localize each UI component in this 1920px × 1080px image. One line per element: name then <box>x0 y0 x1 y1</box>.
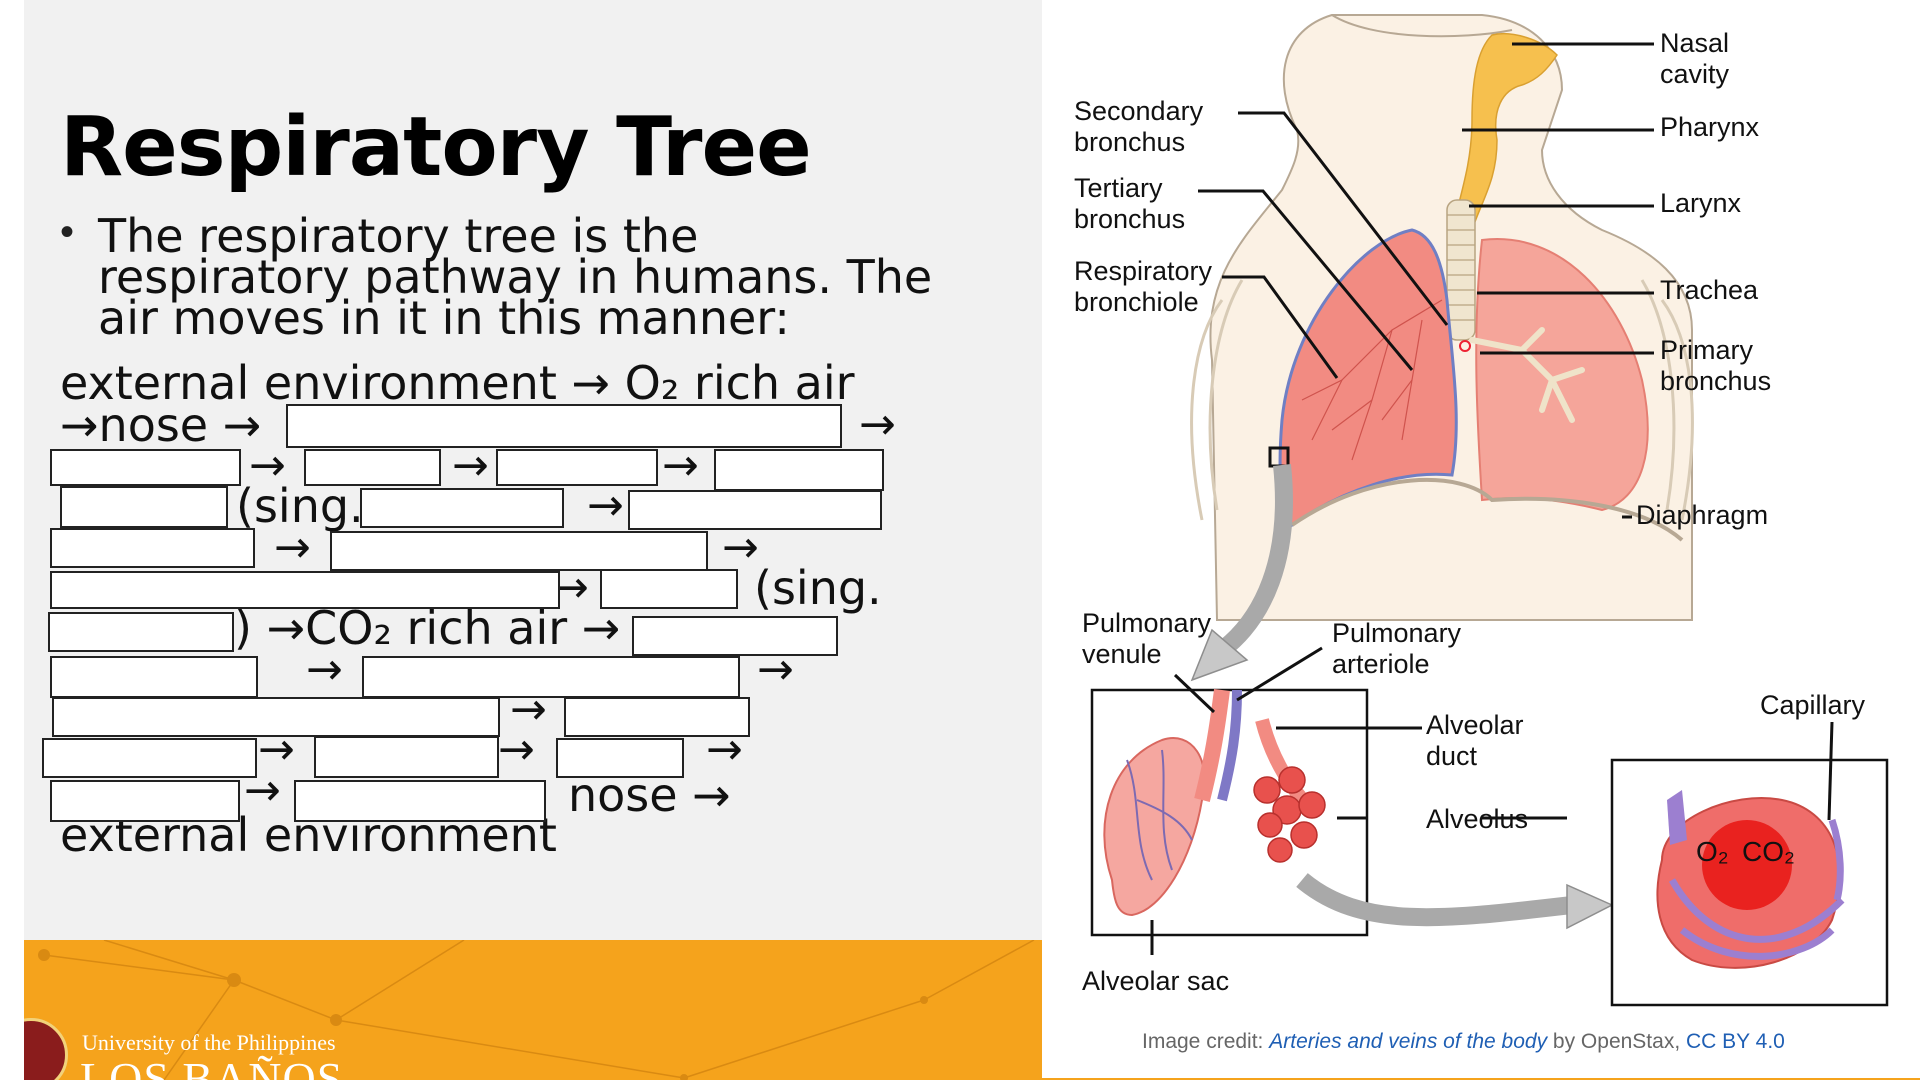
respiratory-figure: Nasal cavity Pharynx Larynx Trachea Prim… <box>1042 0 1920 1078</box>
answer-blank[interactable] <box>600 569 738 609</box>
label-alveolar-sac: Alveolar sac <box>1082 966 1230 996</box>
answer-blank[interactable] <box>714 449 884 491</box>
arrow-icon: → <box>498 724 535 775</box>
label-larynx: Larynx <box>1660 188 1742 218</box>
label-secondary-bronchus: Secondary bronchus <box>1074 96 1204 157</box>
arrow-icon: → <box>662 440 699 491</box>
sequence-line-2: →nose → <box>60 398 262 452</box>
sequence-co2-air: ) →CO₂ rich air → <box>234 601 621 655</box>
answer-blank[interactable] <box>362 656 740 698</box>
answer-blank[interactable] <box>556 738 684 778</box>
answer-blank[interactable] <box>564 697 750 737</box>
answer-blank[interactable] <box>628 490 882 530</box>
bullet-point-icon: • <box>60 210 75 254</box>
arrow-icon: → <box>452 440 489 491</box>
answer-blank[interactable] <box>50 780 240 822</box>
answer-blank[interactable] <box>60 486 228 528</box>
arrow-icon: → <box>859 399 896 450</box>
answer-blank[interactable] <box>304 449 441 486</box>
answer-blank[interactable] <box>52 697 500 737</box>
answer-blank[interactable] <box>50 528 255 568</box>
slide: Respiratory Tree • The respiratory tree … <box>24 0 1920 1080</box>
arrow-icon: → <box>722 522 759 573</box>
answer-blank[interactable] <box>314 736 499 778</box>
network-pattern <box>38 940 1035 1080</box>
sequence-line-1: external environment → O₂ rich air <box>60 356 855 410</box>
label-alveolus: Alveolus <box>1426 804 1529 834</box>
label-diaphragm: Diaphragm <box>1636 500 1769 530</box>
label-capillary: Capillary <box>1760 690 1866 720</box>
label-respiratory-bronchiole: Respiratory bronchiole <box>1074 256 1213 317</box>
credit-prefix: Image credit: <box>1142 1030 1270 1053</box>
credit-work-link[interactable]: Arteries and veins of the body <box>1269 1030 1548 1053</box>
credit-license-link[interactable]: CC BY 4.0 <box>1686 1030 1785 1053</box>
arrow-icon: → <box>274 522 311 573</box>
answer-blank[interactable] <box>50 656 258 698</box>
answer-blank[interactable] <box>496 449 658 486</box>
sequence-sing-1: (sing. <box>236 479 364 533</box>
respiratory-illustration <box>1090 14 1889 1007</box>
label-primary-bronchus: Primary bronchus <box>1660 335 1772 396</box>
answer-blank[interactable] <box>48 612 234 652</box>
label-alveolar-duct: Alveolar duct <box>1426 710 1524 771</box>
label-o2: O₂ <box>1696 836 1729 867</box>
university-line: University of the Philippines <box>82 1030 336 1055</box>
answer-blank[interactable] <box>330 531 708 571</box>
label-co2: CO₂ <box>1742 836 1795 867</box>
label-nasal-cavity: Nasal cavity <box>1660 28 1730 89</box>
answer-blank[interactable] <box>632 616 838 656</box>
label-tertiary-bronchus: Tertiary bronchus <box>1074 173 1186 234</box>
label-pulmonary-arteriole: Pulmonary arteriole <box>1332 618 1462 679</box>
answer-blank[interactable] <box>50 571 560 609</box>
arrow-icon: → <box>249 440 286 491</box>
arrow-icon: → <box>587 480 624 531</box>
sequence-nose: nose → <box>568 768 731 822</box>
answer-blank[interactable] <box>294 780 546 822</box>
answer-blank[interactable] <box>286 404 842 448</box>
answer-blank[interactable] <box>360 488 564 528</box>
image-credit: Image credit: Arteries and veins of the … <box>1142 1030 1785 1054</box>
credit-by: by OpenStax, <box>1547 1030 1686 1053</box>
bullet-text: The respiratory tree is the respiratory … <box>98 209 933 345</box>
label-pharynx: Pharynx <box>1660 112 1760 142</box>
arrow-icon: → <box>306 644 343 695</box>
slide-title: Respiratory Tree <box>60 100 812 195</box>
university-name: LOS BAÑOS <box>80 1053 344 1080</box>
label-trachea: Trachea <box>1660 275 1759 305</box>
answer-blank[interactable] <box>50 449 241 486</box>
sequence-sing-2: (sing. <box>754 561 882 615</box>
label-pulmonary-venule: Pulmonary venule <box>1082 608 1212 669</box>
answer-blank[interactable] <box>42 738 257 778</box>
